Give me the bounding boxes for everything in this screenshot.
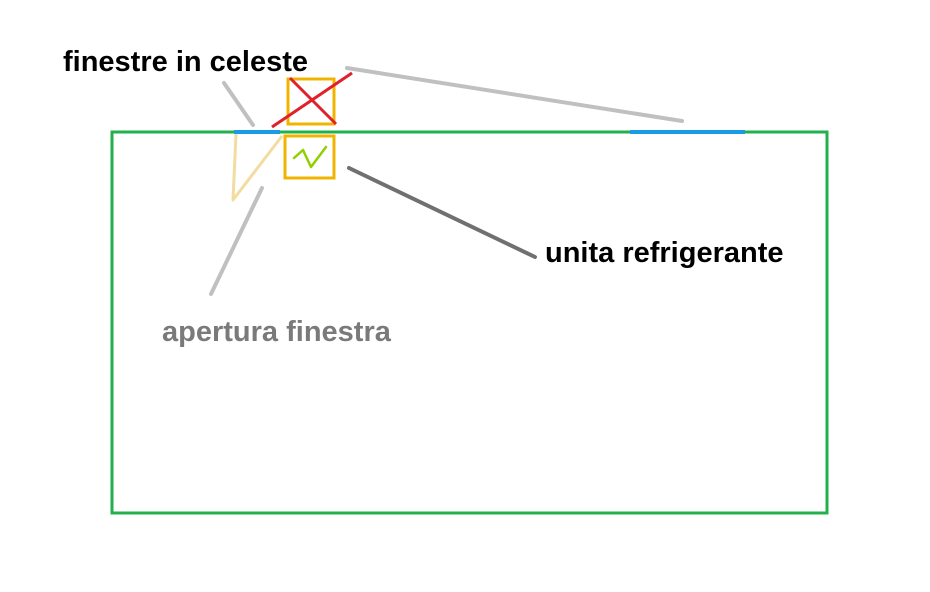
cross-icon — [271, 71, 353, 129]
label-windows: finestre in celeste — [63, 46, 308, 78]
label-window-opening: apertura finestra — [162, 316, 391, 348]
leader-windows-left — [222, 81, 255, 127]
leader-windows-right — [345, 66, 684, 123]
leader-window-opening — [209, 186, 264, 296]
leader-cooling-unit — [347, 166, 537, 259]
label-cooling-unit: unita refrigerante — [545, 237, 784, 269]
room-outline — [110, 130, 829, 515]
check-icon — [283, 134, 336, 180]
window-swing-arc — [231, 133, 284, 202]
